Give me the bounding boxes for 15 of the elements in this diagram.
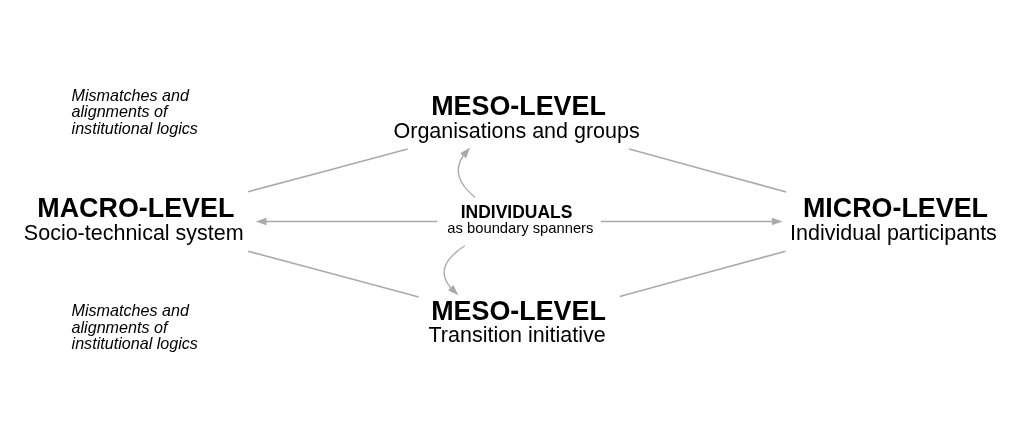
arrow: [255, 217, 438, 226]
node-text: MACRO-LEVEL Socio-technical system: [23, 193, 244, 246]
arrow: [600, 217, 783, 226]
label: Mismatches and alignments of institutional logics: [71, 86, 198, 137]
label: Mismatches and alignments of institutional logics: [71, 301, 198, 352]
connector: [618, 250, 787, 298]
connector: [628, 148, 787, 193]
node-text: MICRO-LEVEL Individual participants: [790, 193, 997, 246]
connector: [247, 148, 409, 193]
arrow: [443, 245, 466, 296]
connector: [247, 250, 420, 298]
node-text: INDIVIDUALS as boundary spanners: [447, 202, 594, 237]
node-text: MESO-LEVEL Transition initiative: [428, 295, 606, 348]
node-text: MESO-LEVEL Organisations and groups: [393, 91, 640, 143]
arrow: [457, 147, 476, 198]
